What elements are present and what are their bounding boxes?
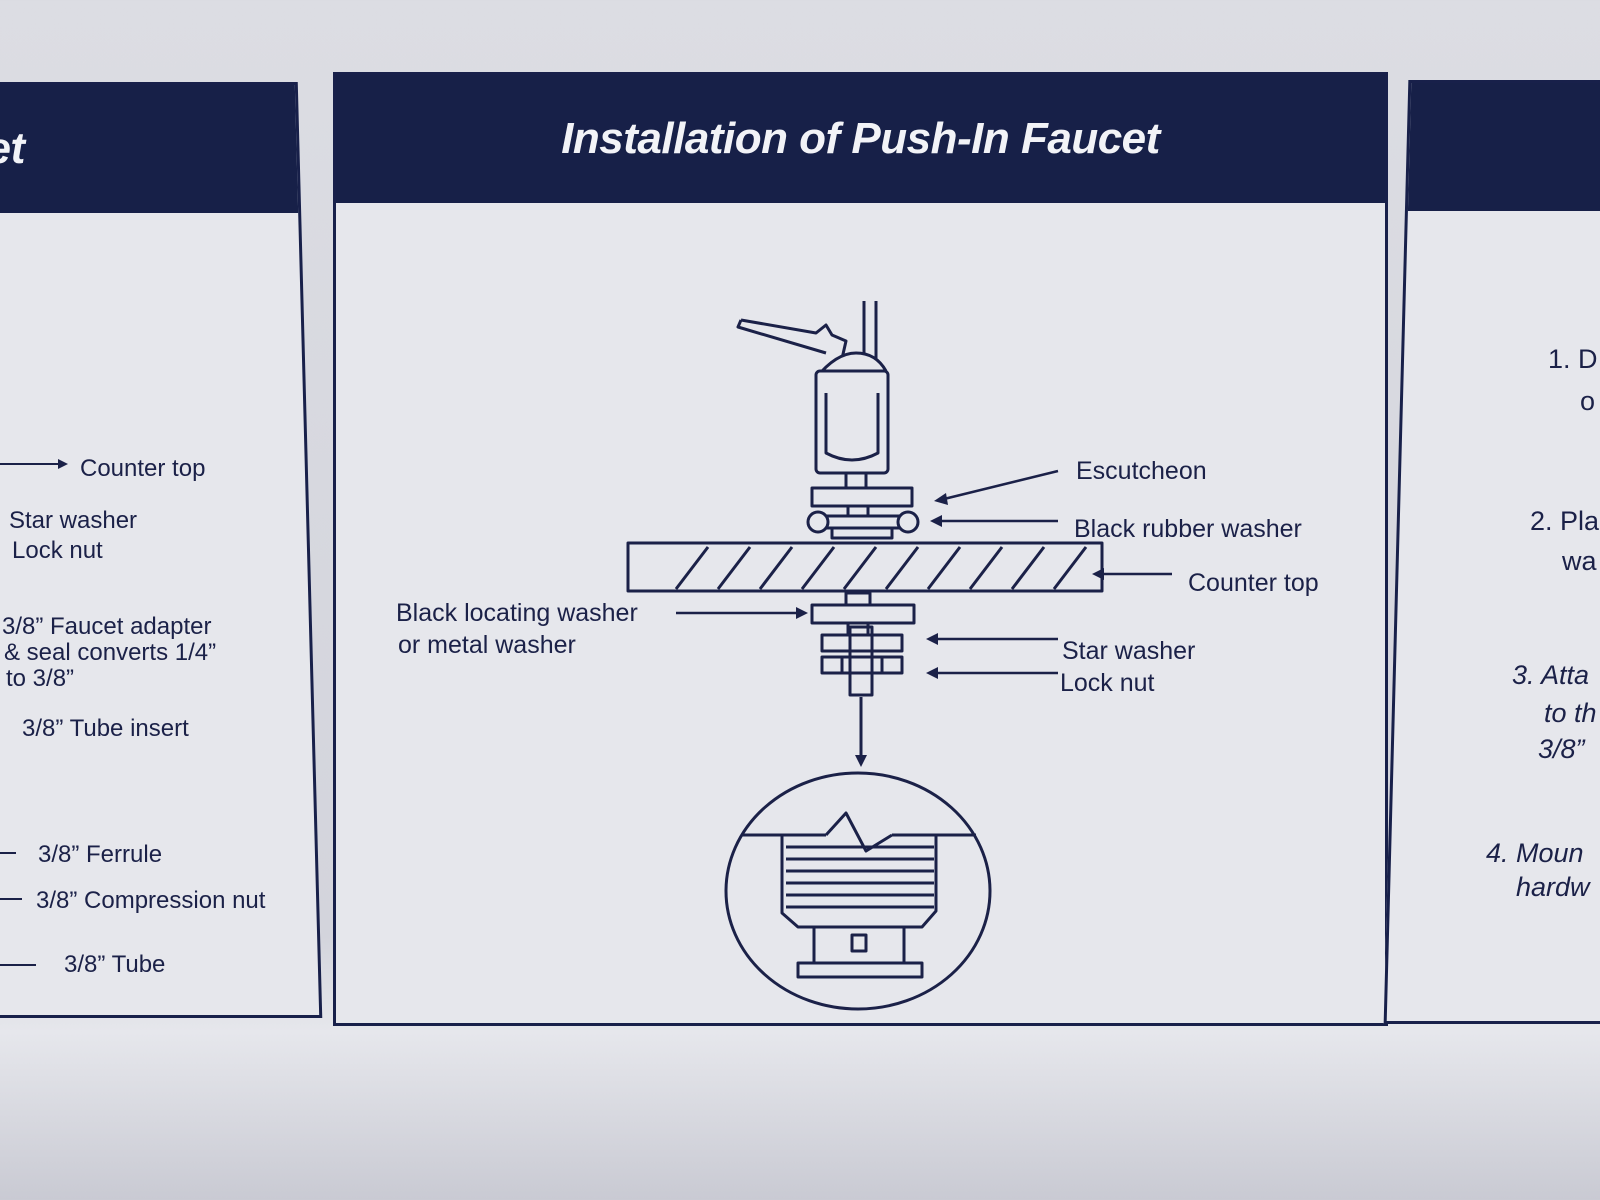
left-label: to 3/8” [6,665,75,692]
left-panel-header: et [0,85,299,213]
right-step-text: to th [1544,698,1597,728]
lower-hardware [810,591,916,759]
label-escutcheon: Escutcheon [1076,457,1207,485]
left-label: Star washer [9,507,138,534]
left-leader-line [0,898,22,900]
leader-arrowheads [796,493,1104,679]
label-counter-top: Counter top [1188,569,1319,597]
left-label: & seal converts 1/4” [4,639,217,666]
left-counter-arrow [0,459,68,469]
left-label: Counter top [80,455,206,482]
faucet-diagram [626,301,1172,1011]
counter-top-slab [626,541,1104,593]
label-lock-nut: Lock nut [1060,669,1155,697]
label-black-rubber-washer: Black rubber washer [1074,515,1302,543]
main-panel-title: Installation of Push-In Faucet [561,114,1160,163]
leader-arrows [676,469,1172,675]
left-label: 3/8” Tube [64,951,166,978]
right-step-text: hardw [1516,872,1590,902]
right-step-text: 3/8” [1538,734,1585,764]
left-label: 3/8” Ferrule [38,841,163,868]
left-label: 3/8” Faucet adapter [2,613,212,640]
right-step-text: 3. Atta [1512,660,1590,690]
main-instruction-panel: Installation of Push-In Faucet [333,72,1388,1026]
right-step-text: wa [1562,546,1597,576]
left-panel-title: et [0,124,26,173]
left-leader-line [0,852,16,854]
label-star-washer: Star washer [1062,637,1196,665]
escutcheon-part [806,486,920,540]
right-panel-header [1407,83,1600,211]
main-panel-header: Installation of Push-In Faucet [336,75,1385,203]
faucet-body [736,301,890,488]
left-label: 3/8” Tube insert [22,715,189,742]
label-black-locating-washer: Black locating washer [396,599,638,627]
right-step-text: o [1580,386,1596,416]
left-leader-line [0,964,36,966]
left-label: 3/8” Compression nut [36,887,266,914]
detail-circle [724,771,992,1011]
right-step-text: 1. D [1548,344,1598,374]
left-label: Lock nut [12,537,103,564]
down-arrow-head [855,755,867,767]
right-step-text: 4. Moun [1486,838,1584,868]
label-metal-washer: or metal washer [398,631,576,659]
right-step-text: 2. Pla [1530,506,1600,536]
